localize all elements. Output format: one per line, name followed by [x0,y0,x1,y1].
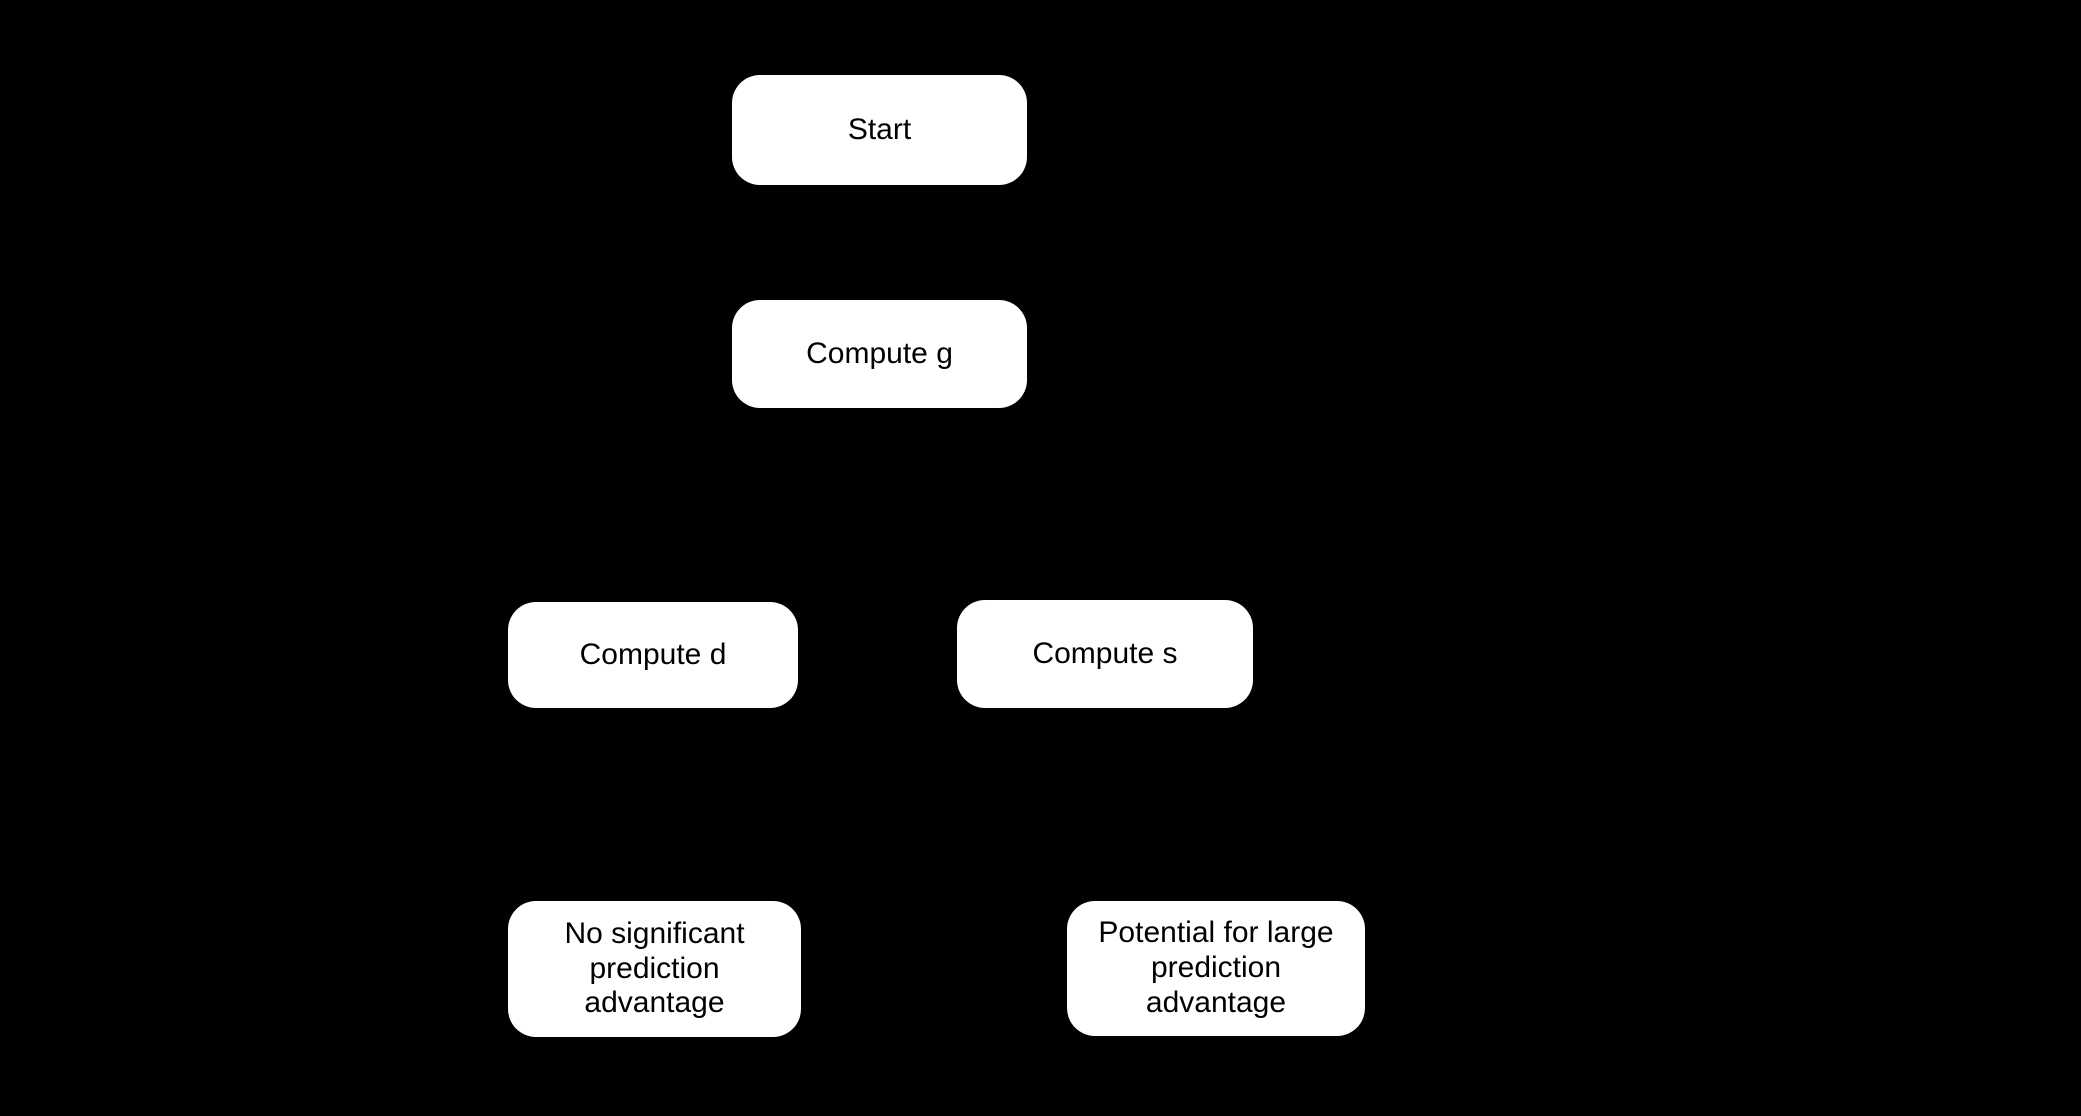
flowchart-node-compute-d: Compute d [508,602,798,708]
flowchart-node-large-prediction-advantage: Potential for large prediction advantage [1067,901,1365,1036]
flowchart-node-compute-s: Compute s [957,600,1253,708]
node-label-compute-g: Compute g [806,336,953,370]
node-label-no-significant-advantage: No significant prediction advantage [564,916,745,1020]
flowchart-node-compute-g: Compute g [732,300,1027,408]
node-label-compute-s: Compute s [1032,636,1178,670]
node-label-large-prediction-advantage: Potential for large prediction advantage [1098,916,1334,1019]
node-label-compute-d: Compute d [579,637,727,671]
node-label-start: Start [847,112,912,146]
flowchart-node-start: Start [732,75,1027,185]
flowchart-node-no-significant-advantage: No significant prediction advantage [508,901,801,1037]
